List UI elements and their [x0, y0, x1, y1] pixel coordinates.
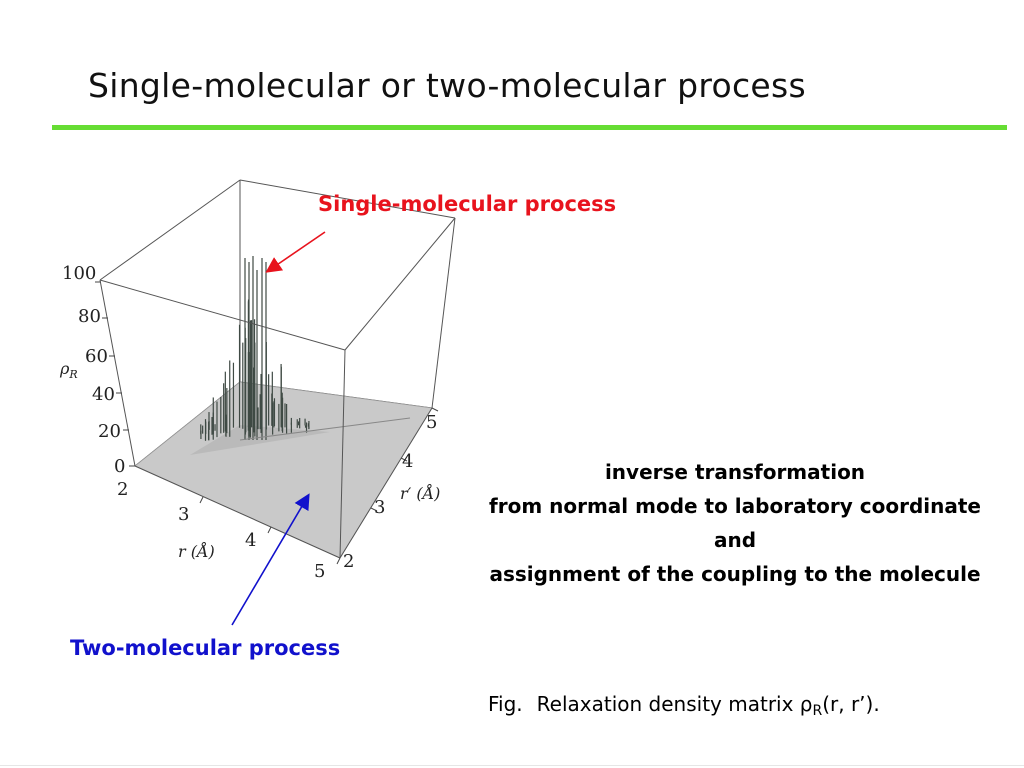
- note-line: inverse transformation: [604, 460, 866, 484]
- caption-text: Relaxation density matrix ρ: [536, 692, 813, 716]
- r-axis-label: r (Å): [178, 541, 215, 561]
- two-molecular-arrow: [231, 493, 310, 626]
- footer-rule: [0, 765, 1024, 766]
- plot-box-front: [99, 217, 456, 559]
- two-molecular-callout: Two-molecular process: [70, 636, 341, 660]
- single-molecular-arrow: [265, 231, 326, 273]
- process-note: inverse transformation from normal mode …: [470, 455, 1000, 591]
- slide-title: Single-molecular or two-molecular proces…: [88, 66, 806, 105]
- note-line: and: [713, 528, 757, 552]
- z-tick: 20: [98, 421, 121, 442]
- caption-suffix: (r, r’).: [822, 692, 880, 716]
- rprime-tick: 4: [402, 451, 413, 472]
- r-tick: 5: [314, 561, 325, 582]
- z-tick: 60: [85, 346, 108, 367]
- z-tick: 0: [114, 456, 125, 477]
- title-underline: [52, 125, 1007, 130]
- r-tick: 3: [178, 504, 189, 525]
- caption-subscript: R: [812, 703, 823, 719]
- single-molecular-callout: Single-molecular process: [318, 192, 617, 216]
- tick-marks: [95, 281, 439, 565]
- plot-floor-surface: [134, 381, 433, 559]
- density-ridge: [239, 417, 411, 441]
- r-tick: 4: [245, 530, 256, 551]
- rprime-tick: 3: [374, 497, 385, 518]
- z-tick: 100: [62, 263, 96, 284]
- rprime-tick: 5: [426, 412, 437, 433]
- figure-caption: Fig. Relaxation density matrix ρR(r, r’).: [488, 692, 880, 719]
- rprime-tick: 2: [343, 551, 354, 572]
- z-tick: 80: [78, 306, 101, 327]
- caption-prefix: Fig.: [488, 692, 523, 716]
- z-tick: 40: [92, 384, 115, 405]
- rprime-axis-label: r′ (Å): [400, 483, 440, 503]
- r-tick: 2: [117, 479, 128, 500]
- z-axis-label: ρR: [59, 359, 78, 381]
- note-line: from normal mode to laboratory coordinat…: [489, 494, 981, 518]
- density-spikes: [200, 256, 411, 441]
- note-line: assignment of the coupling to the molecu…: [489, 562, 981, 586]
